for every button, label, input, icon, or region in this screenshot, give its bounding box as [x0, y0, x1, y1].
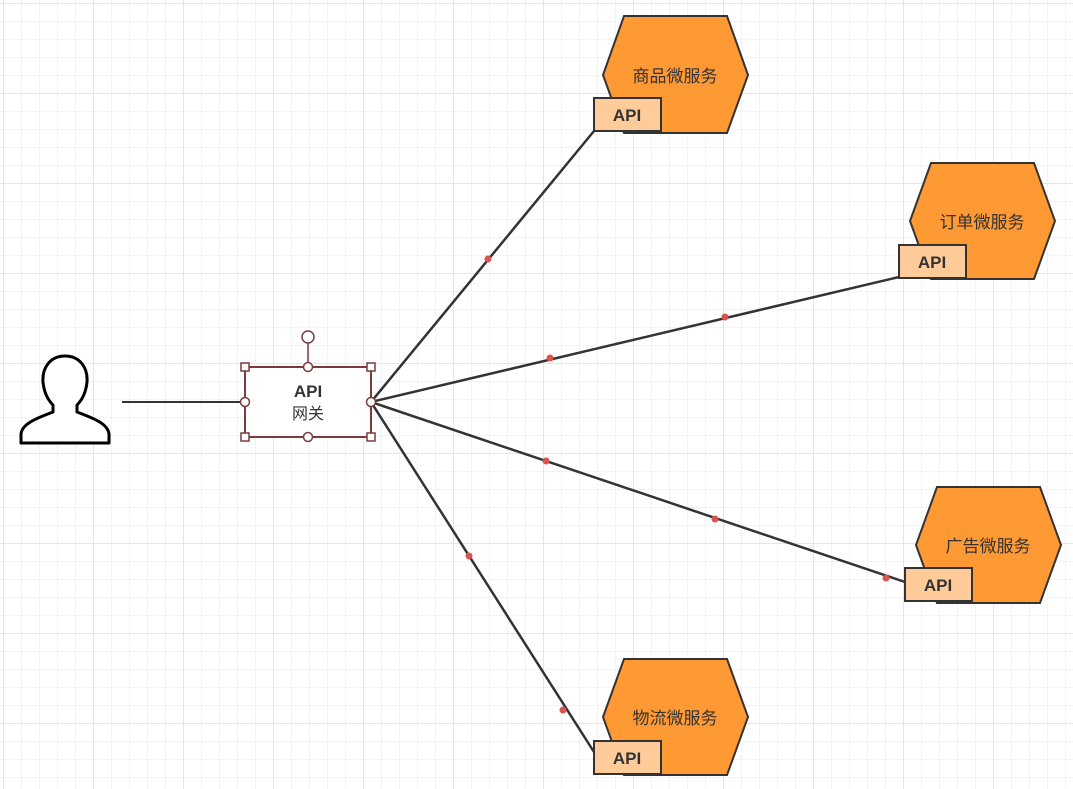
waypoint-dot[interactable]: [546, 354, 554, 362]
api-tag[interactable]: [904, 567, 973, 602]
connect-handle-bottom[interactable]: [302, 431, 314, 443]
edge-order[interactable]: [370, 275, 900, 404]
service-name: 订单微服务: [940, 213, 1025, 233]
service-name: 商品微服务: [633, 67, 718, 87]
waypoint-dot[interactable]: [465, 552, 473, 560]
resize-handle-sw[interactable]: [240, 432, 250, 442]
edge-logistics[interactable]: [369, 401, 596, 753]
connect-handle-left[interactable]: [239, 396, 251, 408]
waypoint-dot[interactable]: [542, 457, 550, 465]
selection-handles: [239, 330, 377, 443]
service-node-logistics[interactable]: 物流微服务 API: [593, 658, 750, 776]
gateway-subtitle: 网关: [292, 404, 324, 423]
service-node-ads[interactable]: 广告微服务 API: [904, 486, 1063, 604]
edge-goods[interactable]: [370, 130, 595, 403]
waypoint-dot[interactable]: [559, 706, 567, 714]
connect-handle-top[interactable]: [302, 361, 314, 373]
api-tag[interactable]: [593, 740, 662, 775]
waypoint-dot[interactable]: [711, 515, 719, 523]
edges: [369, 130, 906, 753]
connect-handle-right[interactable]: [365, 396, 377, 408]
api-label: API: [613, 749, 641, 768]
waypoint-dot[interactable]: [882, 574, 890, 582]
service-name: 物流微服务: [633, 709, 718, 729]
resize-handle-se[interactable]: [366, 432, 376, 442]
edge-ads[interactable]: [370, 400, 906, 584]
edge-waypoints: [465, 255, 890, 714]
resize-handle-ne[interactable]: [366, 362, 376, 372]
service-node-goods[interactable]: 商品微服务 API: [593, 15, 750, 134]
rotate-handle[interactable]: [301, 330, 315, 344]
api-tag[interactable]: [898, 244, 967, 279]
api-label: API: [613, 106, 641, 125]
api-tag[interactable]: [593, 97, 662, 132]
service-name: 广告微服务: [946, 537, 1031, 557]
waypoint-dot[interactable]: [484, 255, 492, 263]
gateway-node[interactable]: API 网关: [244, 366, 372, 438]
user-icon[interactable]: [19, 354, 111, 445]
api-label: API: [918, 253, 946, 272]
gateway-title: API: [294, 382, 322, 401]
service-node-order[interactable]: 订单微服务 API: [898, 162, 1057, 280]
api-label: API: [924, 576, 952, 595]
waypoint-dot[interactable]: [721, 313, 729, 321]
resize-handle-nw[interactable]: [240, 362, 250, 372]
